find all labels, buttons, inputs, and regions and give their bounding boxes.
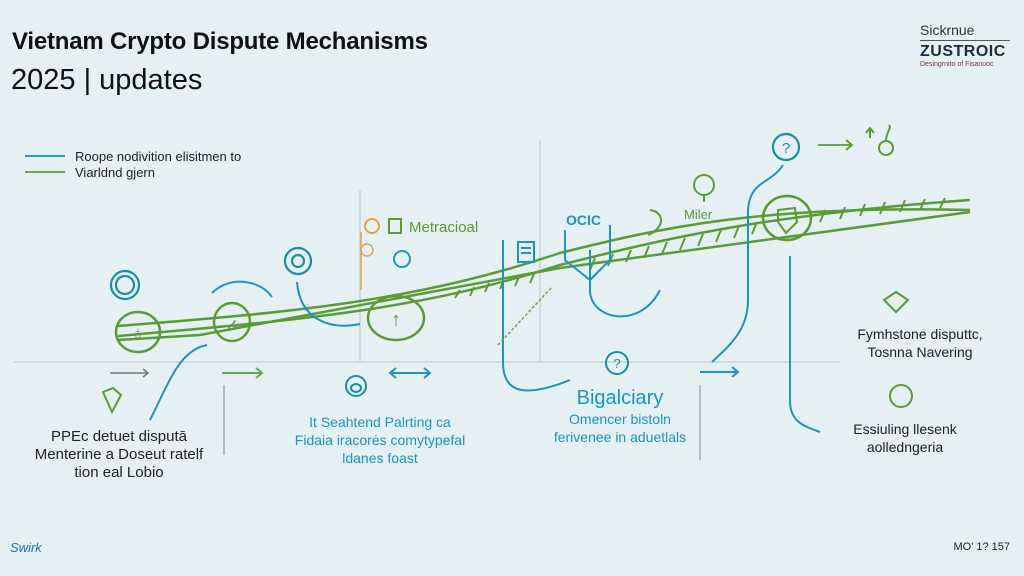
step-3-heading: Bigalciary xyxy=(576,387,664,409)
question-icon: ? xyxy=(605,351,629,375)
text-line: Tosnna Navering xyxy=(867,344,973,360)
shield-icon xyxy=(777,206,799,235)
text-line: aolledngeria xyxy=(866,439,944,455)
legend-label: Roope nodivition elisitmen to xyxy=(75,148,242,164)
label-miler: Miler xyxy=(684,207,713,222)
person-icon xyxy=(865,124,894,156)
brand-name: ZUSTROIC xyxy=(920,43,1006,60)
cloud-icon xyxy=(345,375,367,397)
text-line: Fidaia iracorės comytypefal xyxy=(294,432,466,448)
text-line: Menterine a Doseut ratelf xyxy=(34,446,204,463)
arrow-both-icon xyxy=(388,367,432,379)
rope-path xyxy=(117,198,971,342)
svg-text:?: ? xyxy=(782,140,790,157)
text-line: It Seahtend Palrting ca xyxy=(309,414,451,430)
legend-swatch-blue xyxy=(25,155,65,157)
label-ocic: OCIC xyxy=(566,212,601,228)
text-line: Omencer bistoln xyxy=(569,411,671,427)
text-line: tion eal Lobio xyxy=(74,464,164,481)
outcome-1-description: Fymhstone disputtc, Tosnna Navering xyxy=(820,325,1020,361)
signature-icon: ሪ xyxy=(227,316,236,333)
text-line: ferivenee in aduetlals xyxy=(553,429,687,445)
step-3-description: Bigalciary Omencer bistoln ferivenee in … xyxy=(530,386,710,446)
legend-swatch-green xyxy=(25,171,65,173)
basket-icon xyxy=(889,384,913,408)
key-icon: ♁ xyxy=(131,323,145,343)
arrow-right-icon xyxy=(222,367,264,379)
clipboard-icon xyxy=(388,218,402,234)
node-mid[interactable]: ↑ xyxy=(366,294,426,342)
cycle-icon xyxy=(283,246,313,276)
step-2-description: It Seahtend Palrting ca Fidaia iracorės … xyxy=(260,413,500,467)
brand-divider xyxy=(920,40,1010,41)
page-subtitle: 2025 | updates xyxy=(11,64,203,96)
dashed-arrow xyxy=(497,286,553,346)
globe-icon xyxy=(393,250,411,268)
legend: Roope nodivition elisitmen to Viarldnd g… xyxy=(25,148,241,180)
hook-icon xyxy=(647,209,662,236)
legend-item-green: Viarldnd gjern xyxy=(25,164,241,180)
arrow-right-icon xyxy=(700,366,740,378)
text-line: PPEc detuet disputā xyxy=(51,428,187,445)
gem-icon xyxy=(101,386,123,415)
legend-item-blue: Roope nodivition elisitmen to xyxy=(25,148,241,164)
question-icon: ? xyxy=(771,132,801,162)
legend-label: Viarldnd gjern xyxy=(75,164,155,180)
node-second[interactable]: ሪ xyxy=(212,301,252,343)
svg-text:?: ? xyxy=(613,356,620,371)
document-icon xyxy=(517,241,535,263)
coin-icon xyxy=(360,218,380,290)
brand-tagline: Desingrnito of Fisanuoc xyxy=(920,61,994,68)
arrow-right-icon xyxy=(110,368,150,378)
text-line: ldanes foast xyxy=(342,450,418,466)
brand-line1: Sickrnue xyxy=(920,22,975,38)
footer-page-number: MO' 1? 157 xyxy=(953,541,1010,553)
arrow-right-icon xyxy=(818,139,854,151)
brand-logo: Sickrnue ZUSTROIC Desingrnito of Fisanuo… xyxy=(920,22,1010,68)
connector-lines xyxy=(149,164,821,433)
footer-logo: Swirk xyxy=(10,540,42,555)
step-1-description: PPEc detuet disputā Menterine a Doseut r… xyxy=(14,428,224,482)
node-end[interactable] xyxy=(761,194,813,242)
text-line: Fymhstone disputtc, xyxy=(857,326,983,342)
outcome-2-description: Essiuling llesenk aolledngeria xyxy=(810,420,1000,456)
bulb-icon xyxy=(693,174,715,202)
arrow-up-icon: ↑ xyxy=(391,309,401,331)
text-line: Essiuling llesenk xyxy=(853,421,957,437)
node-start[interactable]: ♁ xyxy=(114,310,162,354)
cycle-icon xyxy=(109,269,141,301)
shield-badge-icon xyxy=(882,290,910,314)
page-title: Vietnam Crypto Dispute Mechanisms xyxy=(12,28,428,55)
label-metracioal: Metracioal xyxy=(409,219,478,236)
